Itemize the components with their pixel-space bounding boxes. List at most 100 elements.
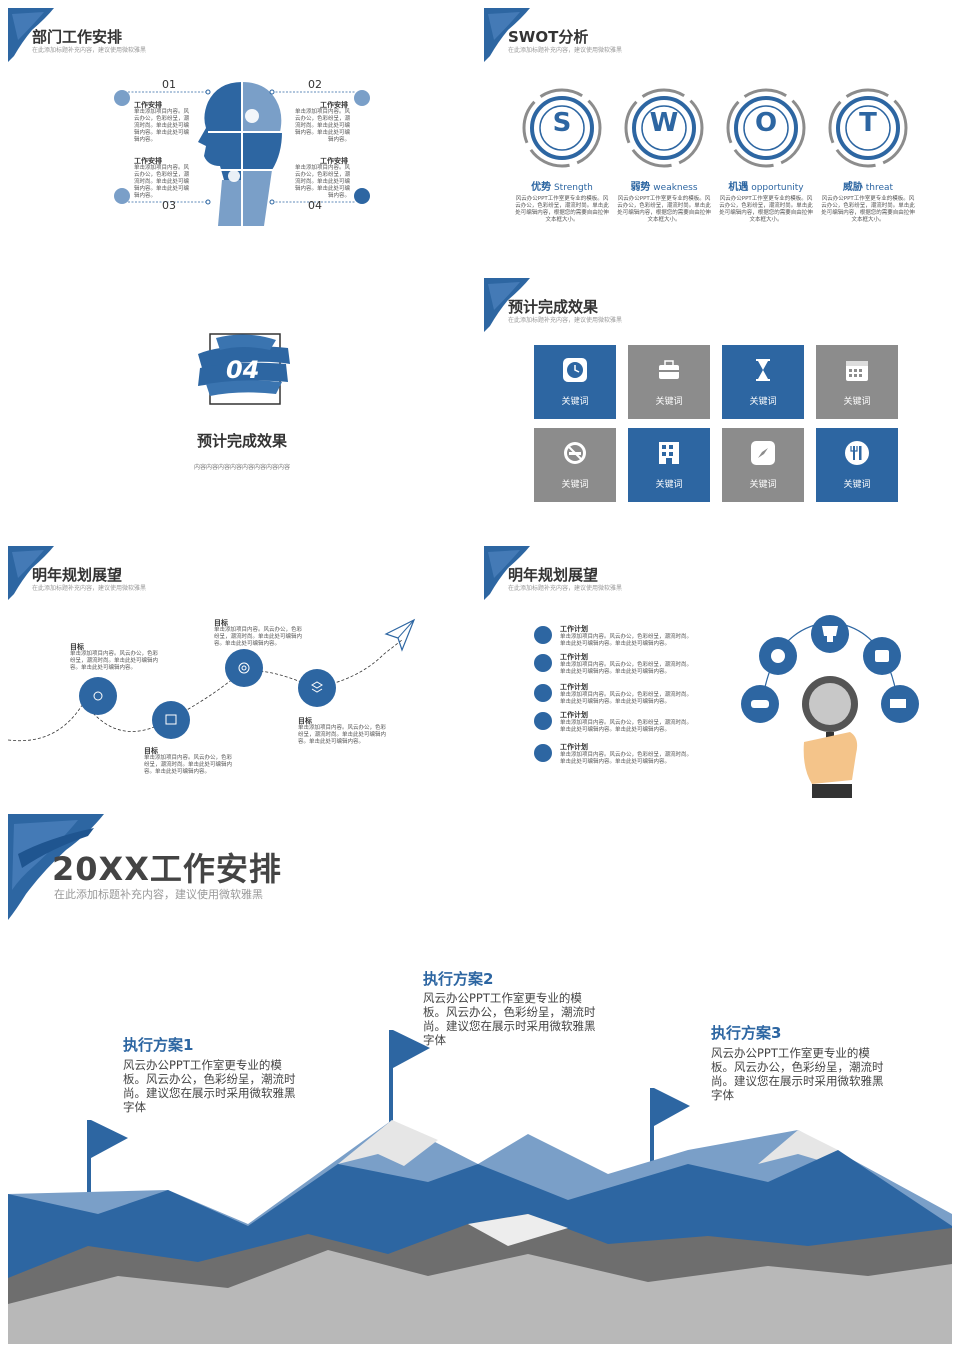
swot-title: 威胁 threat bbox=[842, 182, 894, 193]
slide-title: 预计完成效果 bbox=[508, 298, 599, 316]
slide-subtitle: 在此添加标题补充内容，建议使用微软雅黑 bbox=[508, 317, 623, 324]
swot-desc: 风云办公PPT工作室更专业的模板。风云办公，色彩纷呈，潮流时尚。单击此处可编辑内… bbox=[617, 196, 711, 223]
brush-stroke-decoration bbox=[8, 814, 104, 920]
plan-desc-2: 风云办公PPT工作室更专业的模板。风云办公，色彩纷呈，潮流时尚。建议您在展示时采… bbox=[423, 991, 596, 1047]
brush-stroke-decoration bbox=[8, 546, 54, 600]
slide-title: SWOT分析 bbox=[508, 28, 589, 46]
plan-desc: 单击添加项目内容。风云办公，色彩纷呈，潮流时尚。单击此处可编辑内容。单击此处可编… bbox=[560, 692, 693, 705]
tile-label: 关键词 bbox=[655, 480, 683, 490]
swot-circle-t bbox=[828, 88, 908, 168]
item-label-1: 工作安排 bbox=[134, 101, 162, 109]
goal-label-4: 目标 bbox=[298, 717, 312, 725]
plan-item-1: 工作计划 单击添加项目内容。风云办公，色彩纷呈，潮流时尚。单击此处可编辑内容。单… bbox=[534, 624, 760, 648]
connector-lines bbox=[128, 89, 356, 205]
no-smoking-icon bbox=[564, 442, 586, 464]
tile-compass: 关键词 bbox=[722, 428, 804, 502]
hourglass-icon bbox=[756, 359, 770, 381]
swot-desc: 风云办公PPT工作室更专业的模板。风云办公，色彩纷呈，潮流时尚。单击此处可编辑内… bbox=[719, 196, 813, 223]
tile-clock: 关键词 bbox=[534, 345, 616, 419]
tile-label: 关键词 bbox=[749, 397, 777, 407]
plan-title: 工作计划 bbox=[560, 653, 588, 661]
goal-desc-1: 单击添加项目内容。风云办公，色彩纷呈，潮流时尚。单击此处可编辑内容。单击此处可编… bbox=[70, 651, 159, 671]
slide-subtitle: 在此添加标题补充内容，建议使用微软雅黑 bbox=[32, 585, 147, 592]
swot-title: 机遇 opportunity bbox=[728, 182, 804, 193]
tile-label: 关键词 bbox=[561, 480, 589, 490]
building-icon bbox=[659, 442, 679, 464]
support-icon bbox=[534, 712, 552, 730]
tile-restaurant: 关键词 bbox=[816, 428, 898, 502]
item-number-4: 04 bbox=[308, 199, 322, 212]
section-number: 04 bbox=[226, 356, 260, 384]
section-number-brush bbox=[198, 333, 290, 405]
puzzle-head-illustration bbox=[198, 82, 282, 226]
item-number-2: 02 bbox=[308, 78, 322, 91]
slide-work-plan: 明年规划展望 在此添加标题补充内容，建议使用微软雅黑 工作计划 单击添加项目内容… bbox=[484, 546, 952, 808]
tile-hourglass: 关键词 bbox=[722, 345, 804, 419]
plan-title: 工作计划 bbox=[560, 625, 588, 633]
plan-title-2: 执行方案2 bbox=[423, 970, 494, 988]
goal-desc-2: 单击添加项目内容。风云办公，色彩纷呈，潮流时尚。单击此处可编辑内容。单击此处可编… bbox=[144, 755, 233, 775]
plan-desc-3: 风云办公PPT工作室更专业的模板。风云办公，色彩纷呈，潮流时尚。建议您在展示时采… bbox=[711, 1046, 884, 1102]
slide-department-work: 部门工作安排 在此添加标题补充内容，建议使用微软雅黑 01 02 03 04 工… bbox=[8, 8, 476, 270]
clock-icon bbox=[563, 358, 587, 382]
plan-desc: 单击添加项目内容。风云办公，色彩纷呈，潮流时尚。单击此处可编辑内容。单击此处可编… bbox=[560, 634, 693, 647]
icon-circle-3 bbox=[114, 188, 130, 204]
tile-calendar: 关键词 bbox=[816, 345, 898, 419]
slide-title: 20XX工作安排 bbox=[52, 850, 282, 888]
item-label-2: 工作安排 bbox=[320, 101, 348, 109]
truck-icon bbox=[534, 744, 552, 762]
item-number-3: 03 bbox=[162, 199, 176, 212]
goal-label-1: 目标 bbox=[70, 643, 84, 651]
compass-icon bbox=[751, 441, 775, 465]
section-title: 预计完成效果 bbox=[196, 432, 287, 450]
plan-desc: 单击添加项目内容。风云办公，色彩纷呈，潮流时尚。单击此处可编辑内容。单击此处可编… bbox=[560, 752, 693, 765]
swot-circle-w bbox=[624, 88, 704, 168]
plan-desc: 单击添加项目内容。风云办公，色彩纷呈，潮流时尚。单击此处可编辑内容。单击此处可编… bbox=[560, 662, 693, 675]
swot-circle-s bbox=[522, 88, 602, 168]
section-desc: 内容内容内容内容内容内容内容内容 bbox=[193, 464, 290, 471]
plan-item-5: 工作计划 单击添加项目内容。风云办公，色彩纷呈，潮流时尚。单击此处可编辑内容。单… bbox=[534, 742, 760, 766]
brush-stroke-decoration bbox=[484, 278, 530, 332]
plan-item-4: 工作计划 单击添加项目内容。风云办公，色彩纷呈，潮流时尚。单击此处可编辑内容。单… bbox=[534, 710, 760, 734]
plan-title: 工作计划 bbox=[560, 743, 588, 751]
item-desc-3: 单击添加项目内容。风云办公，色彩纷呈，潮流时尚。单击此处可编辑内容。单击此处可编… bbox=[134, 165, 190, 199]
plan-title-1: 执行方案1 bbox=[123, 1036, 194, 1054]
handshake-icon bbox=[534, 654, 552, 672]
trophy-icon bbox=[534, 684, 552, 702]
brush-stroke-decoration bbox=[8, 8, 54, 62]
slide-swot: SWOT分析 在此添加标题补充内容，建议使用微软雅黑 S 优势 Strength 风… bbox=[484, 8, 952, 270]
swot-title: 弱势 weakness bbox=[630, 182, 698, 193]
tile-label: 关键词 bbox=[561, 397, 589, 407]
goal-label-3: 目标 bbox=[214, 619, 228, 627]
swot-letter: T bbox=[859, 108, 877, 138]
plan-title-3: 执行方案3 bbox=[711, 1024, 782, 1042]
slide-subtitle: 在此添加标题补充内容，建议使用微软雅黑 bbox=[54, 888, 263, 901]
swot-title: 优势 Strength bbox=[531, 182, 593, 193]
item-desc-4: 单击添加项目内容。风云办公，色彩纷呈，潮流时尚。单击此处可编辑内容。单击此处可编… bbox=[294, 165, 350, 199]
tile-label: 关键词 bbox=[749, 480, 777, 490]
slide-title: 部门工作安排 bbox=[32, 28, 123, 46]
slide-section-04: 04 预计完成效果 内容内容内容内容内容内容内容内容 bbox=[8, 278, 476, 540]
plan-title: 工作计划 bbox=[560, 711, 588, 719]
slide-subtitle: 在此添加标题补充内容，建议使用微软雅黑 bbox=[508, 47, 623, 54]
swot-desc: 风云办公PPT工作室更专业的模板。风云办公，色彩纷呈，潮流时尚。单击此处可编辑内… bbox=[515, 196, 609, 223]
mountain-flags-illustration bbox=[8, 1030, 952, 1344]
plan-desc-1: 风云办公PPT工作室更专业的模板。风云办公，色彩纷呈，潮流时尚。建议您在展示时采… bbox=[123, 1058, 296, 1114]
slide-subtitle: 在此添加标题补充内容，建议使用微软雅黑 bbox=[508, 585, 623, 592]
item-label-4: 工作安排 bbox=[320, 157, 348, 165]
briefcase-icon bbox=[659, 360, 679, 379]
icon-circle-2 bbox=[354, 90, 370, 106]
plan-title: 工作计划 bbox=[560, 683, 588, 691]
slide-next-year-outlook: 明年规划展望 在此添加标题补充内容，建议使用微软雅黑 目标 单击添加项目内容。风… bbox=[8, 546, 476, 808]
slide-work-schedule: 20XX工作安排 在此添加标题补充内容，建议使用微软雅黑 执行方案1 风云办公P… bbox=[8, 814, 952, 1344]
magnifier-arc-illustration bbox=[741, 615, 919, 798]
icon-circle-4 bbox=[354, 188, 370, 204]
path-illustration bbox=[8, 618, 416, 742]
slide-title: 明年规划展望 bbox=[508, 566, 599, 584]
medal-icon bbox=[534, 626, 552, 644]
brush-stroke-decoration bbox=[484, 8, 530, 62]
item-desc-1: 单击添加项目内容。风云办公，色彩纷呈，潮流时尚。单击此处可编辑内容。单击此处可编… bbox=[134, 109, 190, 143]
slide-subtitle: 在此添加标题补充内容，建议使用微软雅黑 bbox=[32, 47, 147, 54]
swot-letter: S bbox=[552, 108, 572, 138]
tile-label: 关键词 bbox=[843, 397, 871, 407]
